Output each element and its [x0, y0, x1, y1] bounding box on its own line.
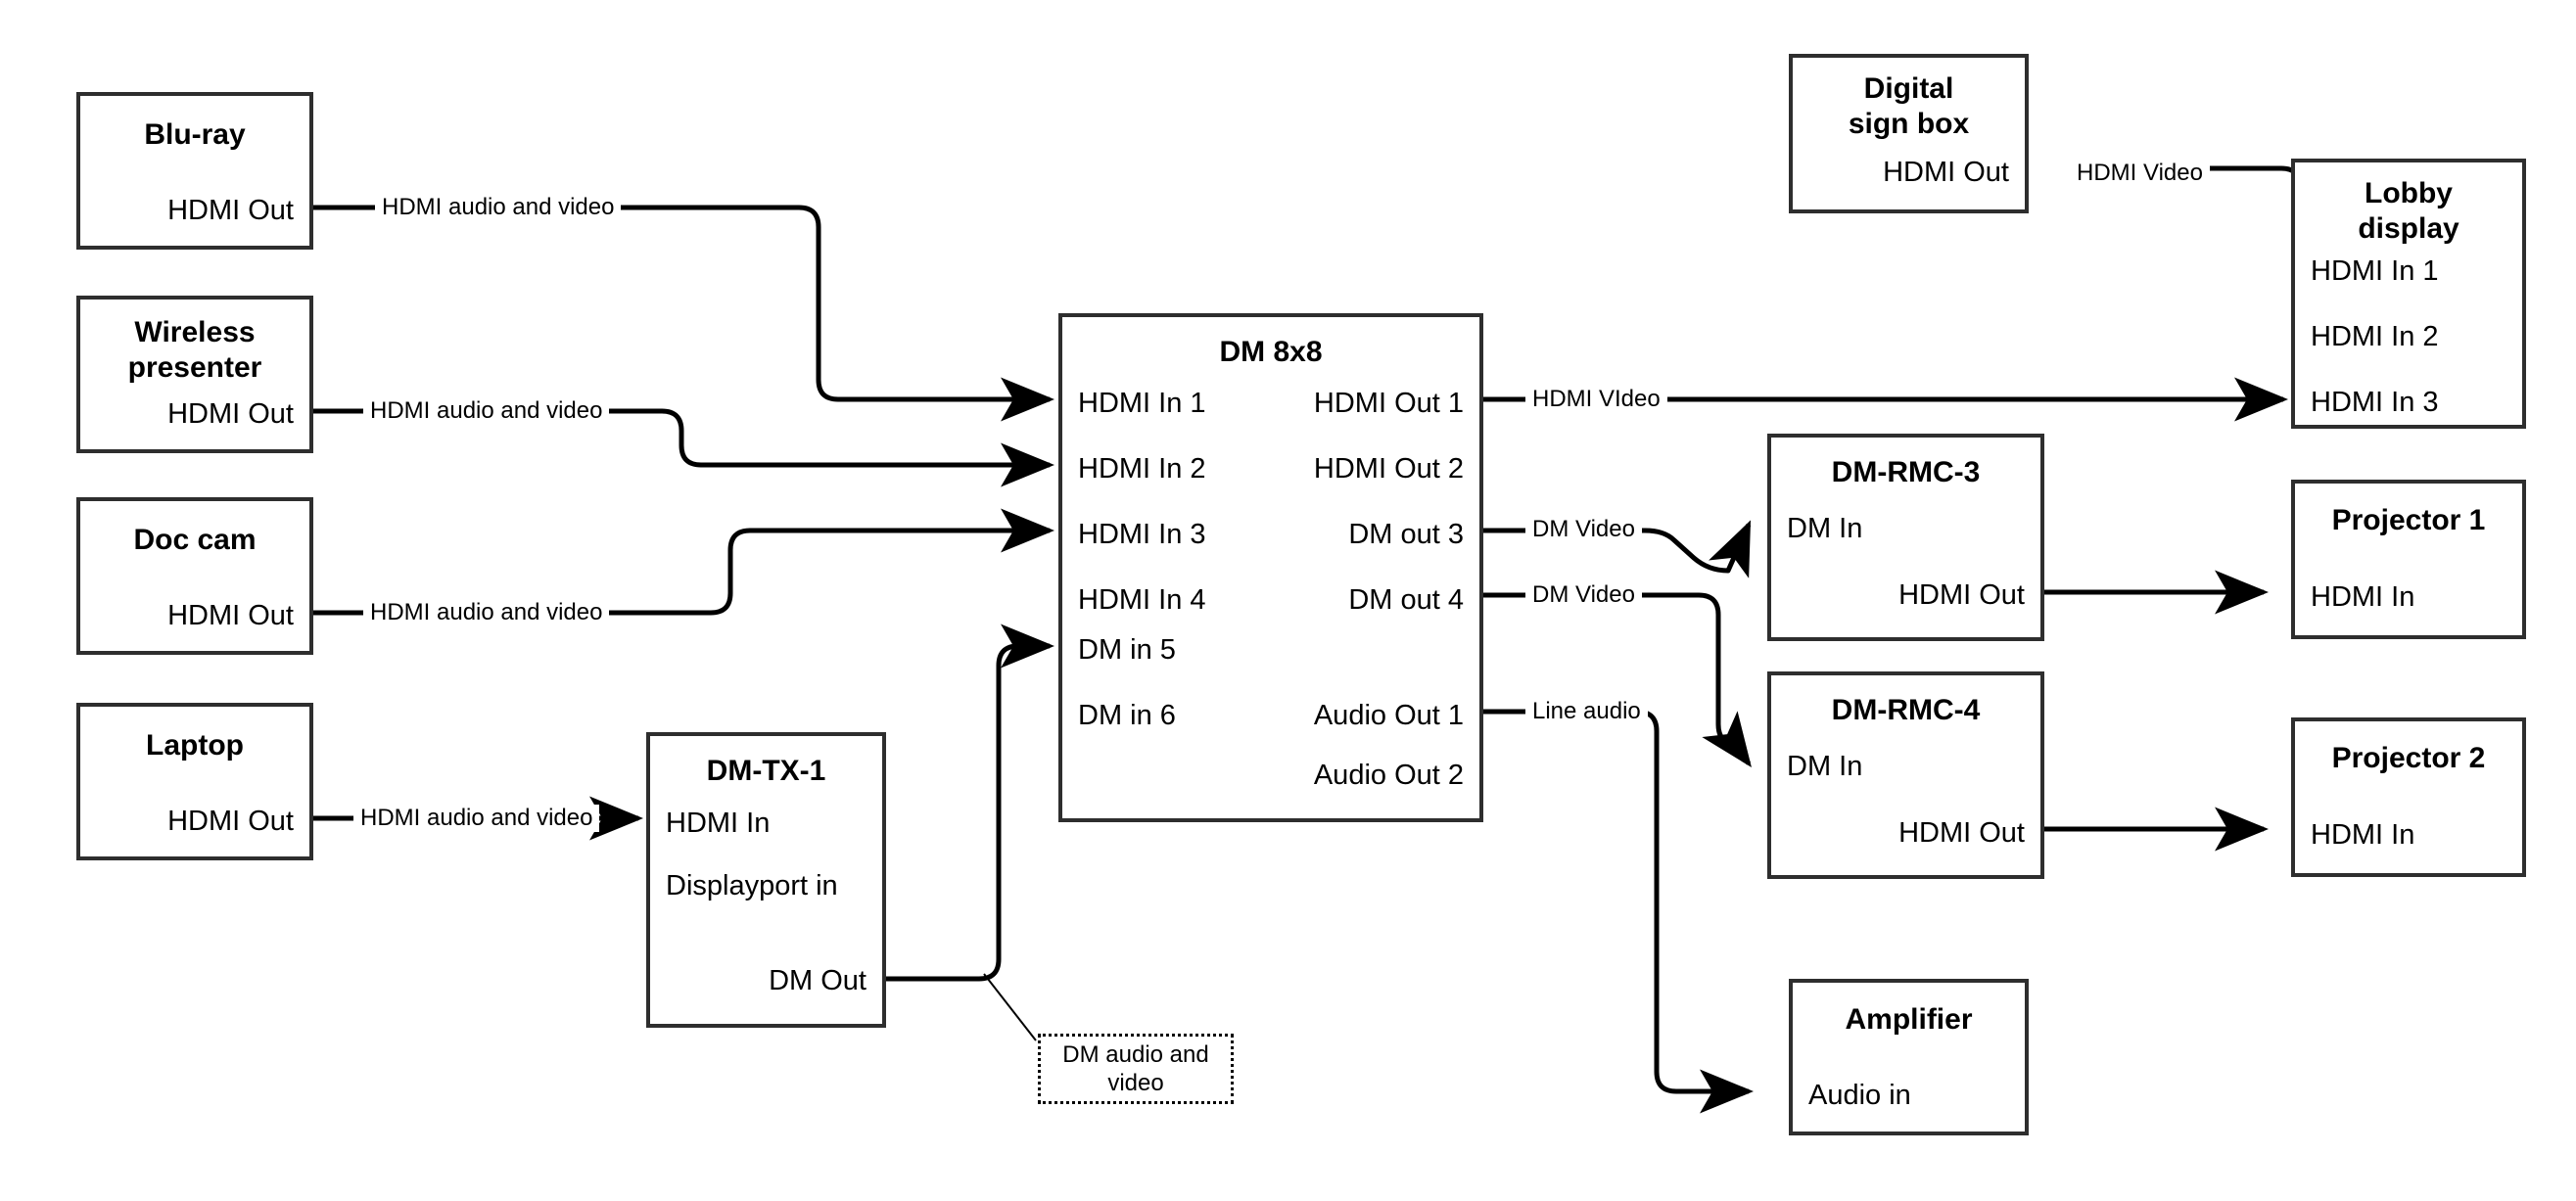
wire-dmtx1-to-dm-in5 [886, 624, 1054, 982]
wire-label-bluray-to-dm: HDMI audio and video [375, 194, 622, 221]
node-lobby-display-port-hdmi-in-3: HDMI In 3 [2311, 387, 2439, 418]
node-lobby-display-title: Lobby display [2358, 177, 2459, 245]
node-lobby-display-port-hdmi-in-2: HDMI In 2 [2311, 321, 2439, 352]
node-projector-1[interactable]: Projector 1 HDMI In [2291, 480, 2526, 639]
node-dm-8x8-output-dm-out-3: DM out 3 [1348, 519, 1464, 550]
node-wireless-presenter[interactable]: Wireless presenter HDMI Out [76, 296, 313, 453]
node-laptop-port-hdmi-out: HDMI Out [167, 806, 294, 837]
node-laptop-title: Laptop [146, 729, 244, 762]
wire-label-dm-out3-to-rmc3: DM Video [1525, 516, 1642, 543]
node-doc-cam-port-hdmi-out: HDMI Out [167, 600, 294, 631]
node-projector-1-title: Projector 1 [2331, 504, 2486, 536]
node-projector-2[interactable]: Projector 2 HDMI In [2291, 717, 2526, 877]
node-dm-8x8-output-audio-out-2: Audio Out 2 [1313, 760, 1464, 791]
node-lobby-display-port-hdmi-in-1: HDMI In 1 [2311, 255, 2439, 287]
node-dm-rmc-3-port-hdmi-out: HDMI Out [1898, 579, 2025, 611]
node-dm-8x8-output-hdmi-out-1: HDMI Out 1 [1313, 388, 1464, 419]
wire-label-wireless-to-dm: HDMI audio and video [363, 397, 610, 425]
node-dm-8x8-input-hdmi-in-4: HDMI In 4 [1078, 584, 1206, 616]
node-dm-8x8-input-dm-in-6: DM in 6 [1078, 700, 1176, 731]
node-dm-tx-1[interactable]: DM-TX-1 HDMI In Displayport in DM Out [646, 732, 886, 1028]
wire-label-sign-to-lobby: HDMI Video [2070, 160, 2210, 187]
node-projector-2-title: Projector 2 [2331, 742, 2486, 774]
node-dm-rmc-4-port-hdmi-out: HDMI Out [1898, 817, 2025, 849]
node-bluray[interactable]: Blu-ray HDMI Out [76, 92, 313, 250]
node-lobby-display[interactable]: Lobby display HDMI In 1 HDMI In 2 HDMI I… [2291, 159, 2526, 429]
node-projector-1-port-hdmi-in: HDMI In [2311, 581, 2415, 613]
wire-dm-out4-to-rmc4 [1483, 592, 1752, 768]
node-doc-cam[interactable]: Doc cam HDMI Out [76, 497, 313, 655]
node-dm-8x8[interactable]: DM 8x8 HDMI In 1 HDMI In 2 HDMI In 3 HDM… [1058, 313, 1483, 822]
node-dm-tx-1-port-displayport-in: Displayport in [666, 870, 838, 901]
node-amplifier[interactable]: Amplifier Audio in [1789, 979, 2029, 1135]
node-projector-2-port-hdmi-in: HDMI In [2311, 819, 2415, 851]
leader-line-dm-note [983, 973, 1037, 1041]
node-dm-8x8-input-hdmi-in-1: HDMI In 1 [1078, 388, 1206, 419]
node-doc-cam-title: Doc cam [133, 524, 257, 556]
node-dm-8x8-output-audio-out-1: Audio Out 1 [1313, 700, 1464, 731]
node-wireless-presenter-port-hdmi-out: HDMI Out [167, 398, 294, 430]
node-dm-8x8-input-dm-in-5: DM in 5 [1078, 634, 1176, 666]
wire-label-dm-audio1-to-amplifier: Line audio [1525, 698, 1648, 725]
note-dm-audio-and-video: DM audio and video [1038, 1034, 1234, 1104]
node-dm-rmc-3-port-dm-in: DM In [1787, 513, 1863, 544]
node-dm-8x8-output-hdmi-out-2: HDMI Out 2 [1313, 453, 1464, 485]
node-dm-8x8-input-hdmi-in-2: HDMI In 2 [1078, 453, 1206, 485]
node-dm-rmc-4[interactable]: DM-RMC-4 DM In HDMI Out [1767, 671, 2044, 879]
node-laptop[interactable]: Laptop HDMI Out [76, 703, 313, 860]
node-amplifier-port-audio-in: Audio in [1808, 1080, 1911, 1111]
node-dm-rmc-4-title: DM-RMC-4 [1831, 694, 1981, 726]
node-digital-sign-box-port-hdmi-out: HDMI Out [1883, 157, 2009, 188]
wire-label-doccam-to-dm: HDMI audio and video [363, 599, 610, 626]
node-dm-rmc-4-port-dm-in: DM In [1787, 751, 1863, 782]
wire-label-laptop-to-dmtx1: HDMI audio and video [353, 805, 600, 832]
node-wireless-presenter-title: Wireless presenter [127, 316, 262, 384]
node-dm-8x8-title: DM 8x8 [1219, 336, 1323, 368]
node-dm-8x8-input-hdmi-in-3: HDMI In 3 [1078, 519, 1206, 550]
node-amplifier-title: Amplifier [1845, 1003, 1973, 1036]
wire-bluray-to-dm-in1 [313, 205, 1054, 422]
node-digital-sign-box[interactable]: Digital sign box HDMI Out [1789, 54, 2029, 213]
node-dm-rmc-3[interactable]: DM-RMC-3 DM In HDMI Out [1767, 434, 2044, 641]
node-dm-8x8-output-dm-out-4: DM out 4 [1348, 584, 1464, 616]
node-digital-sign-box-title: Digital sign box [1848, 72, 1970, 140]
wire-label-dm-out4-to-rmc4: DM Video [1525, 581, 1642, 609]
wire-label-dm-out1-to-lobby: HDMI VIdeo [1525, 386, 1667, 413]
node-dm-tx-1-title: DM-TX-1 [706, 755, 826, 787]
wire-dm-audio1-to-amplifier [1483, 709, 1754, 1114]
node-dm-tx-1-port-dm-out: DM Out [769, 965, 866, 996]
node-dm-rmc-3-title: DM-RMC-3 [1831, 456, 1981, 488]
node-dm-tx-1-port-hdmi-in: HDMI In [666, 808, 771, 839]
node-bluray-title: Blu-ray [144, 118, 246, 151]
node-bluray-port-hdmi-out: HDMI Out [167, 195, 294, 226]
